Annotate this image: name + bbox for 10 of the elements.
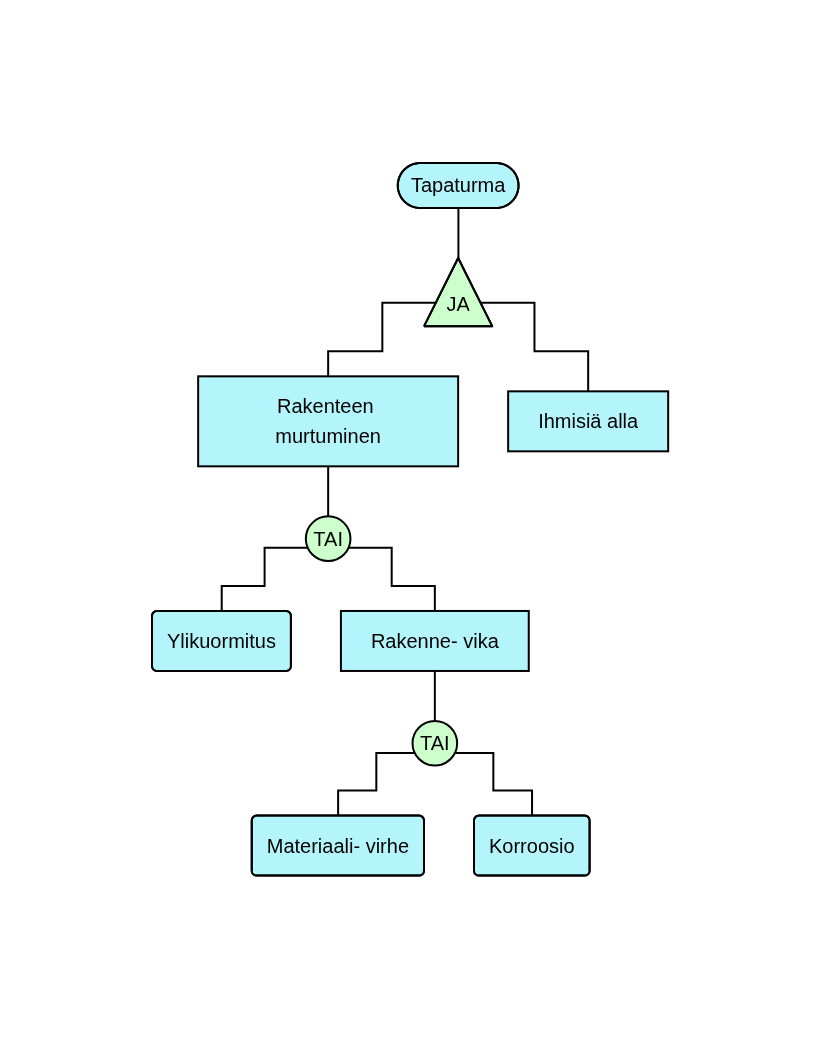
node-circle: TAI	[411, 720, 459, 767]
connector	[479, 301, 590, 393]
connector	[327, 465, 330, 518]
connector	[220, 546, 309, 613]
connector	[433, 670, 436, 723]
node-circle: TAI	[304, 515, 352, 563]
node-box: Rakenne- vika	[339, 610, 530, 673]
node-box: Ihmisiä alla	[507, 390, 670, 453]
connector	[457, 207, 460, 260]
node-box: Rakenteen murtuminen	[197, 375, 460, 468]
